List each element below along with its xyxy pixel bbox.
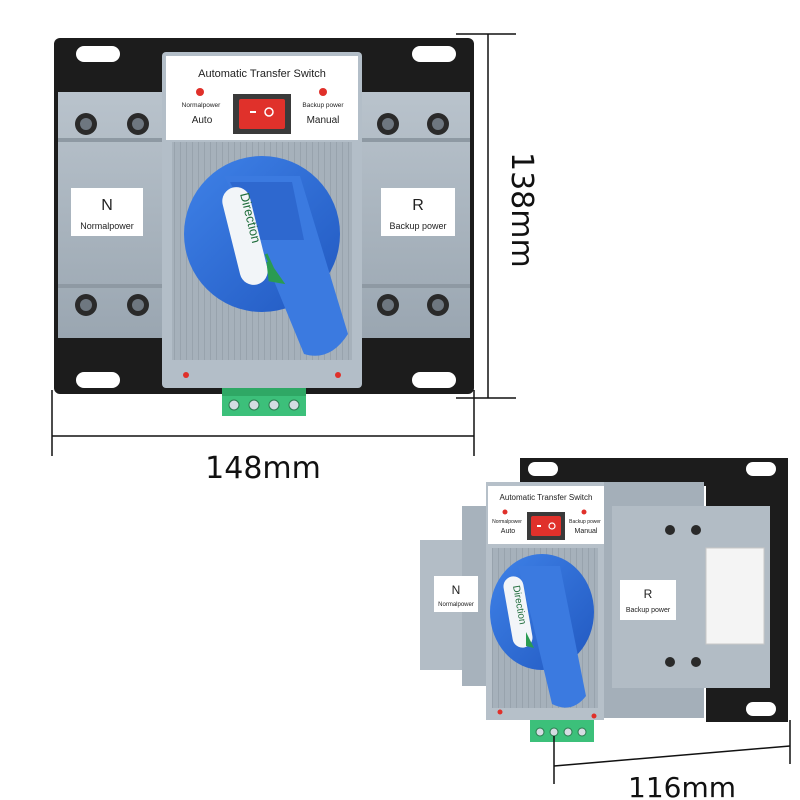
side-rotary-handle[interactable]: Direction [490, 554, 594, 708]
width-dimension: 148mm [205, 451, 321, 486]
mounting-slot [76, 372, 120, 388]
mounting-slot [528, 462, 558, 476]
side-normal-power-tag [434, 576, 478, 612]
side-normal-indicator-label: Normalpower [492, 519, 522, 525]
normal-power-indicator [196, 88, 204, 96]
depth-dimension-line [553, 745, 791, 767]
backup-power-indicator [319, 88, 327, 96]
mounting-slot [746, 462, 776, 476]
side-normal-text: Normalpower [438, 602, 474, 608]
bottom-indicator-left [183, 372, 189, 378]
normal-power-tag [71, 188, 143, 236]
auto-mode-label: Auto [192, 115, 213, 126]
side-manual-label: Manual [575, 528, 598, 535]
side-view: R Backup power N Normalpower Automatic T… [420, 458, 791, 800]
normal-power-text: Normalpower [80, 221, 134, 231]
side-normal-letter: N [452, 583, 461, 597]
bottom-indicator-right [335, 372, 341, 378]
normal-power-letter: N [101, 197, 113, 214]
screw-icon [75, 294, 97, 316]
side-backup-power-tag [620, 580, 676, 620]
side-direction-arrow-icon [526, 632, 534, 648]
mounting-slot [76, 46, 120, 62]
normal-power-indicator-label: Normalpower [182, 102, 221, 109]
screw-icon [427, 294, 449, 316]
rocker-switch[interactable] [233, 94, 291, 134]
side-backup-letter: R [644, 587, 653, 601]
side-device-title: Automatic Transfer Switch [500, 493, 593, 502]
backup-power-indicator-label: Backup power [302, 102, 344, 109]
side-connector [705, 547, 765, 645]
side-normal-indicator [502, 509, 508, 515]
mounting-slot [746, 702, 776, 716]
height-dimension: 138mm [504, 152, 539, 268]
side-backup-text: Backup power [626, 607, 671, 614]
mounting-slot [412, 46, 456, 62]
screw-icon [377, 294, 399, 316]
direction-arrow-icon [264, 253, 286, 285]
device-title: Automatic Transfer Switch [198, 68, 326, 80]
screw-icon [427, 113, 449, 135]
backup-power-tag [381, 188, 455, 236]
manual-mode-label: Manual [307, 115, 340, 126]
backup-power-text: Backup power [389, 221, 446, 231]
side-auto-label: Auto [501, 528, 516, 535]
screw-icon [377, 113, 399, 135]
screw-icon [75, 113, 97, 135]
side-signal-terminal-block [530, 720, 594, 742]
depth-dimension: 116mm [628, 771, 736, 800]
screw-icon [127, 113, 149, 135]
front-view: N Normalpower R Backup power Automatic T… [51, 33, 539, 486]
backup-power-letter: R [412, 197, 424, 214]
rotary-handle[interactable]: Direction [184, 156, 348, 356]
mounting-slot [412, 372, 456, 388]
side-backup-indicator-label: Backup power [569, 519, 601, 525]
side-rocker-switch[interactable] [527, 512, 565, 540]
side-backup-indicator [581, 509, 587, 515]
screw-icon [127, 294, 149, 316]
signal-terminal-block [222, 388, 306, 416]
